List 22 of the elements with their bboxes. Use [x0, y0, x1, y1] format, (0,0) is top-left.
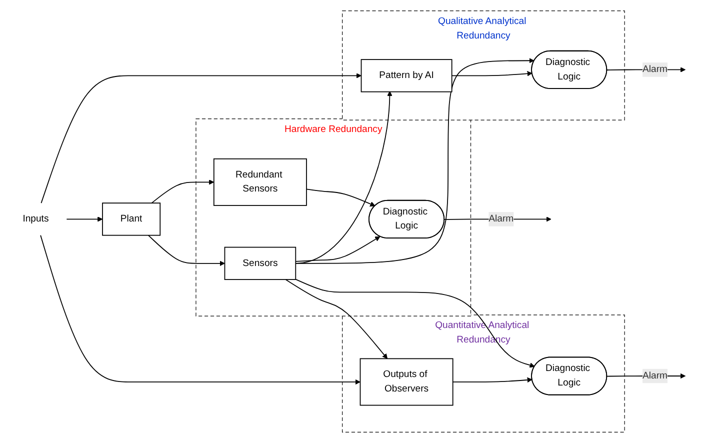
arrow — [295, 58, 534, 264]
arrow — [66, 216, 103, 222]
edge-label: Alarm — [488, 214, 514, 224]
edge-label: Alarm — [642, 64, 668, 74]
edge-label: Alarm — [642, 370, 668, 381]
arrow — [451, 71, 532, 76]
arrow — [295, 90, 392, 264]
arrow — [295, 236, 380, 262]
node-box: Pattern by AI — [360, 59, 452, 92]
arrow — [295, 278, 535, 368]
arrow — [148, 234, 225, 266]
node-box: Outputs of Observers — [360, 358, 454, 406]
arrow — [306, 188, 376, 206]
arrow — [40, 234, 360, 385]
node-box: Plant — [102, 202, 161, 236]
arrow — [40, 73, 362, 204]
arrow — [285, 279, 388, 359]
node-box: Sensors — [224, 246, 296, 280]
node-text: Inputs — [22, 214, 49, 224]
arrow — [151, 180, 214, 204]
node-box: Redundant Sensors — [213, 158, 307, 206]
arrow — [452, 377, 532, 383]
